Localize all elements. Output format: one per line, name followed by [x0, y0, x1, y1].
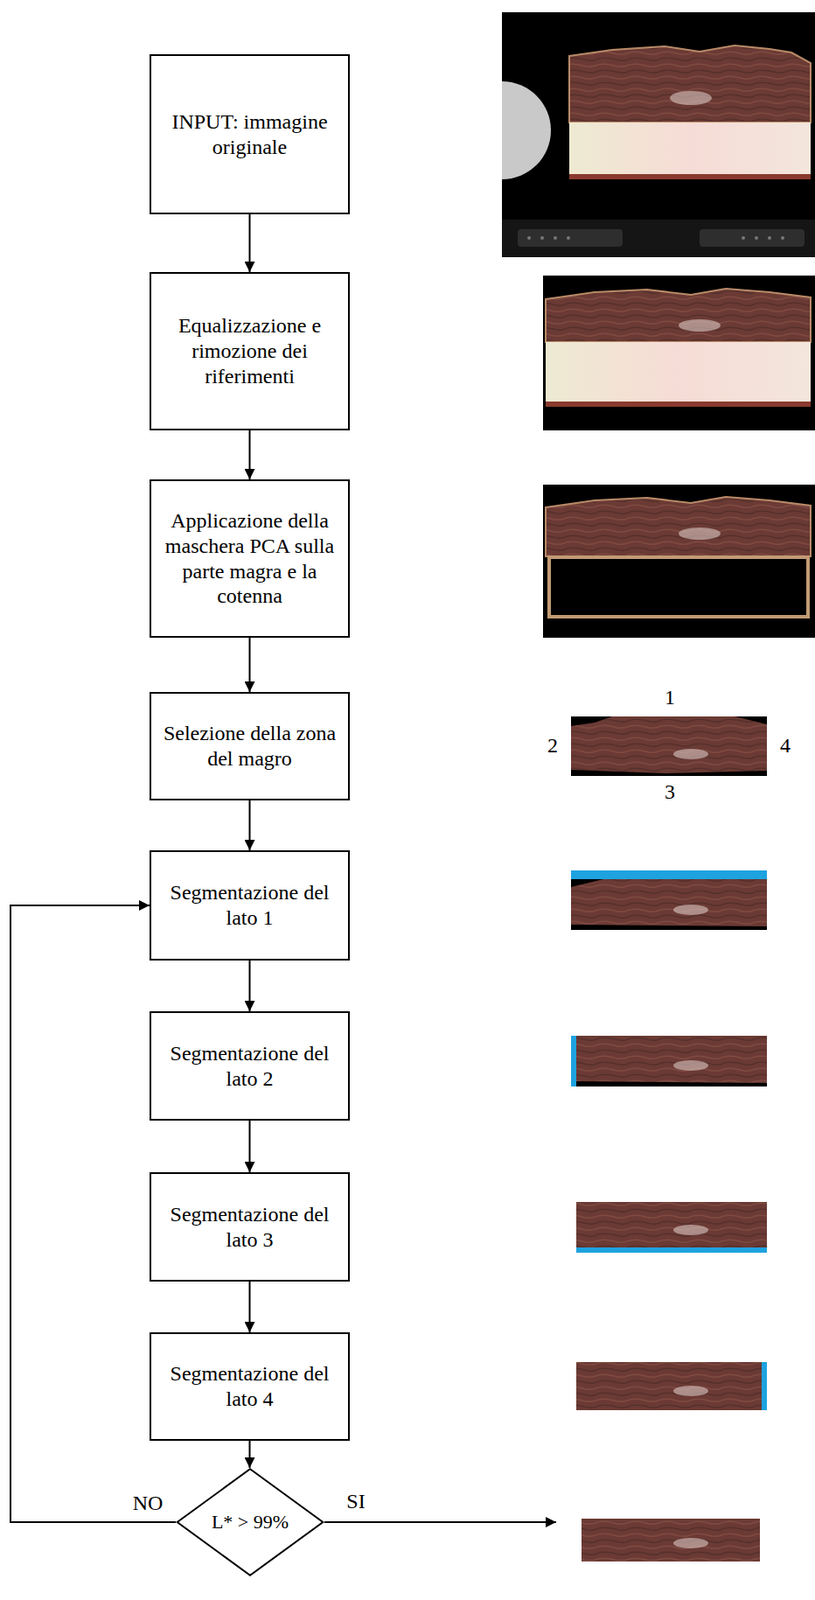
- diamond-shape: [177, 1468, 324, 1575]
- original-photo: [501, 12, 815, 258]
- side-number: 1: [661, 685, 678, 709]
- side1-crop: [571, 870, 767, 930]
- node-text: Segmentazione del lato 2: [160, 1040, 340, 1092]
- flow-arrow: [249, 1440, 251, 1468]
- result-crop: [581, 1518, 760, 1561]
- branch-label: NO: [130, 1490, 167, 1514]
- flow-arrow: [249, 1120, 251, 1172]
- side-number: 4: [777, 733, 794, 757]
- node-text: L* > 99%: [211, 1510, 289, 1533]
- flow-arrow: [249, 637, 251, 692]
- side3-crop: [576, 1201, 767, 1253]
- process-box: Segmentazione del lato 3: [149, 1171, 350, 1282]
- node-text: INPUT: immagine originale: [160, 109, 340, 161]
- flow-arrow: [249, 214, 251, 272]
- node-text: Segmentazione del lato 4: [160, 1360, 340, 1412]
- process-box: Selezione della zona del magro: [149, 691, 350, 801]
- side-number: 3: [661, 780, 678, 803]
- flow-arrow: [249, 1281, 251, 1332]
- branch-label: SI: [343, 1489, 368, 1512]
- masked-photo: [543, 484, 815, 638]
- process-box: Equalizzazione e rimozione dei riferimen…: [149, 271, 350, 431]
- side-number: 2: [544, 733, 561, 757]
- side2-crop: [571, 1035, 767, 1087]
- flow-arrow: [249, 960, 251, 1011]
- equalized-photo: [543, 275, 815, 431]
- flow-arrow: [249, 430, 251, 480]
- node-text: Segmentazione del lato 3: [160, 1201, 340, 1253]
- node-text: Segmentazione del lato 1: [160, 879, 340, 931]
- yes-arrow: [324, 1520, 557, 1523]
- node-text: Equalizzazione e rimozione dei riferimen…: [160, 313, 340, 389]
- process-box: INPUT: immagine originale: [149, 54, 350, 215]
- process-box: Segmentazione del lato 4: [149, 1331, 350, 1441]
- lean-crop: [571, 716, 767, 776]
- flow-arrow: [249, 800, 251, 850]
- process-box: Applicazione della maschera PCA sulla pa…: [149, 479, 350, 638]
- node-text: Selezione della zona del magro: [160, 720, 340, 772]
- side4-crop: [576, 1361, 767, 1410]
- decision-diamond: L* > 99%: [175, 1467, 325, 1576]
- node-text: Applicazione della maschera PCA sulla pa…: [160, 508, 340, 609]
- process-box: Segmentazione del lato 2: [149, 1010, 350, 1121]
- process-box: Segmentazione del lato 1: [149, 849, 350, 961]
